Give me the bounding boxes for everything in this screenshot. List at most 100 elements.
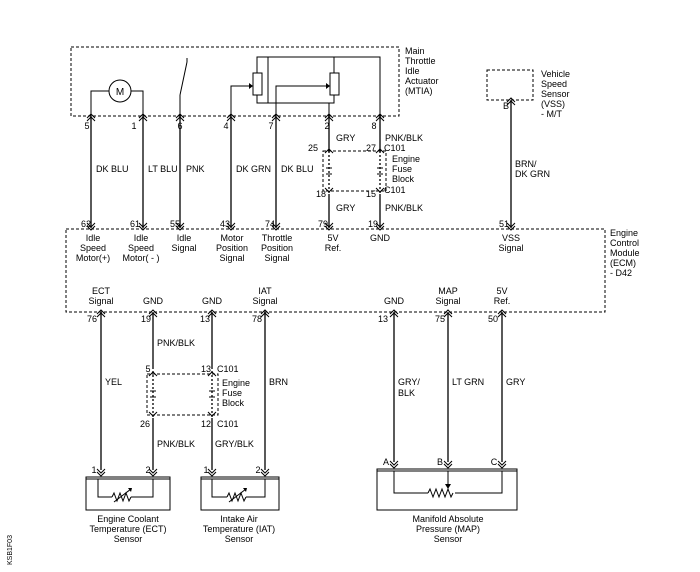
ecm-label-idle-speed-motor-plus-1: Idle: [86, 233, 101, 243]
figure-code: KSB1F03: [7, 535, 14, 565]
throttle-sensor-pot: [267, 57, 340, 116]
ect-sensor-outline: [85, 476, 171, 511]
ecm-label-ect-signal-1: ECT: [92, 286, 111, 296]
iat-title-3: Sensor: [225, 534, 254, 544]
ecm-label-idle-speed-motor-plus-3: Motor(+): [76, 253, 110, 263]
map-sensor-outline: [376, 468, 518, 511]
wire-pnk-blk-top: PNK/BLK: [385, 133, 423, 143]
ecm-pin-13-map: 13: [378, 314, 388, 324]
mtia-pin-4: 4: [223, 121, 228, 131]
fuse-bottom-label-3: Block: [222, 398, 245, 408]
ecm-label-map-signal-2: Signal: [435, 296, 460, 306]
ecm-label-iat-signal-1: IAT: [258, 286, 272, 296]
vss-pin-b: B: [503, 101, 509, 111]
mtia-title-3: Idle: [405, 66, 420, 76]
mtia-pin-2: 2: [324, 121, 329, 131]
wire-lt-blu: LT BLU: [148, 164, 178, 174]
ecm-label-gnd-ect: GND: [143, 296, 164, 306]
vss-wire-color-1: BRN/: [515, 159, 537, 169]
ecm-pin-19-bottom: 19: [141, 314, 151, 324]
fuse-bottom-label-2: Fuse: [222, 388, 242, 398]
ecm-title-3: Module: [610, 248, 640, 258]
ecm-pin-19-top: 19: [368, 219, 378, 229]
wire-pnk-blk-ect-bottom: PNK/BLK: [157, 439, 195, 449]
fuse-block-bottom: 5 13 C101 Engine Fuse Block 26 12 C101: [140, 364, 250, 429]
ecm-pin-61: 61: [130, 219, 140, 229]
ecm-label-gnd-iat: GND: [202, 296, 223, 306]
map-title-2: Pressure (MAP): [416, 524, 480, 534]
ecm-pin-50: 50: [488, 314, 498, 324]
ecm-pin-62: 62: [81, 219, 91, 229]
map-title-3: Sensor: [434, 534, 463, 544]
fuse-top-connector-bottom: C101: [384, 185, 406, 195]
map-title-1: Manifold Absolute: [412, 514, 483, 524]
ecm-label-idle-signal-1: Idle: [177, 233, 192, 243]
fuse-bottom-pin-26: 26: [140, 419, 150, 429]
ecm-outline: [65, 228, 606, 313]
map-pin-a: A: [383, 457, 389, 467]
upper-wires: DK BLU LT BLU PNK DK GRN DK BLU GRY PNK/…: [86, 97, 516, 231]
ecm-label-5v-ref-top-1: 5V: [327, 233, 338, 243]
ecm-label-idle-speed-motor-minus-2: Speed: [128, 243, 154, 253]
wire-pnk: PNK: [186, 164, 205, 174]
mtia-title-4: Actuator: [405, 76, 439, 86]
fuse-top-pin-27: 27: [366, 143, 376, 153]
ecm-label-idle-speed-motor-plus-2: Speed: [80, 243, 106, 253]
ecm-pin-75: 75: [435, 314, 445, 324]
motor-symbol: M: [90, 79, 144, 116]
ecm-label-5v-ref-top-2: Ref.: [325, 243, 342, 253]
fuse-bottom-pin-12: 12: [201, 419, 211, 429]
ect-title-1: Engine Coolant: [97, 514, 159, 524]
wire-gry-top: GRY: [336, 133, 355, 143]
vss-title-4: (VSS): [541, 99, 565, 109]
ecm-label-motor-position-3: Signal: [219, 253, 244, 263]
fuse-block-bottom-outline: [146, 373, 219, 416]
ecm-label-idle-speed-motor-minus-1: Idle: [134, 233, 149, 243]
iat-pin-1: 1: [203, 465, 208, 475]
mtia-pin-7: 7: [268, 121, 273, 131]
wire-gry-blk-map-1: GRY/: [398, 377, 420, 387]
fuse-bottom-connector-top: C101: [217, 364, 239, 374]
position-sensor-pot: [230, 56, 381, 116]
ecm-label-idle-speed-motor-minus-3: Motor( - ): [123, 253, 160, 263]
ecm-label-gnd-map: GND: [384, 296, 405, 306]
ecm-pin-43: 43: [220, 219, 230, 229]
ecm-pin-79: 79: [318, 219, 328, 229]
wire-gry-blk-map-2: BLK: [398, 388, 415, 398]
lower-wires: YEL PNK/BLK BRN GRY/ BLK LT GRN GRY PNK/…: [96, 309, 525, 470]
wire-gry-map: GRY: [506, 377, 525, 387]
mtia-pin-1: 1: [131, 121, 136, 131]
wire-brn: BRN: [269, 377, 288, 387]
ecm-pin-55: 55: [170, 219, 180, 229]
fuse-top-connector-top: C101: [384, 143, 406, 153]
mtia-component: Main Throttle Idle Actuator (MTIA) M: [70, 46, 439, 131]
ect-title-2: Temperature (ECT): [89, 524, 166, 534]
ecm-label-throttle-position-2: Position: [261, 243, 293, 253]
iat-title-2: Temperature (IAT): [203, 524, 275, 534]
fuse-block-top-outline: [322, 150, 387, 192]
ecm-label-gnd-top: GND: [370, 233, 391, 243]
ect-title-3: Sensor: [114, 534, 143, 544]
vss-title-5: - M/T: [541, 109, 562, 119]
wire-dk-blu-1: DK BLU: [96, 164, 129, 174]
mtia-pin-5: 5: [84, 121, 89, 131]
ecm-pin-51: 51: [499, 219, 509, 229]
mtia-title-1: Main: [405, 46, 425, 56]
ecm-pin-13-iat: 13: [200, 314, 210, 324]
wire-yel: YEL: [105, 377, 122, 387]
vss-title-2: Speed: [541, 79, 567, 89]
ecm-title-2: Control: [610, 238, 639, 248]
ecm-label-map-signal-1: MAP: [438, 286, 458, 296]
ect-sensor: 1 2 Engine Coolant Temperature (ECT) Sen…: [85, 465, 171, 544]
fuse-top-pin-25: 25: [308, 143, 318, 153]
wire-dk-blu-2: DK BLU: [281, 164, 314, 174]
switch-symbol: [179, 58, 188, 116]
ecm-label-throttle-position-1: Throttle: [262, 233, 293, 243]
ecm-pin-78: 78: [252, 314, 262, 324]
wire-lt-grn: LT GRN: [452, 377, 484, 387]
map-pin-c: C: [491, 457, 498, 467]
ecm-label-motor-position-1: Motor: [220, 233, 243, 243]
iat-title-1: Intake Air: [220, 514, 258, 524]
wire-gry-blk-iat: GRY/BLK: [215, 439, 254, 449]
